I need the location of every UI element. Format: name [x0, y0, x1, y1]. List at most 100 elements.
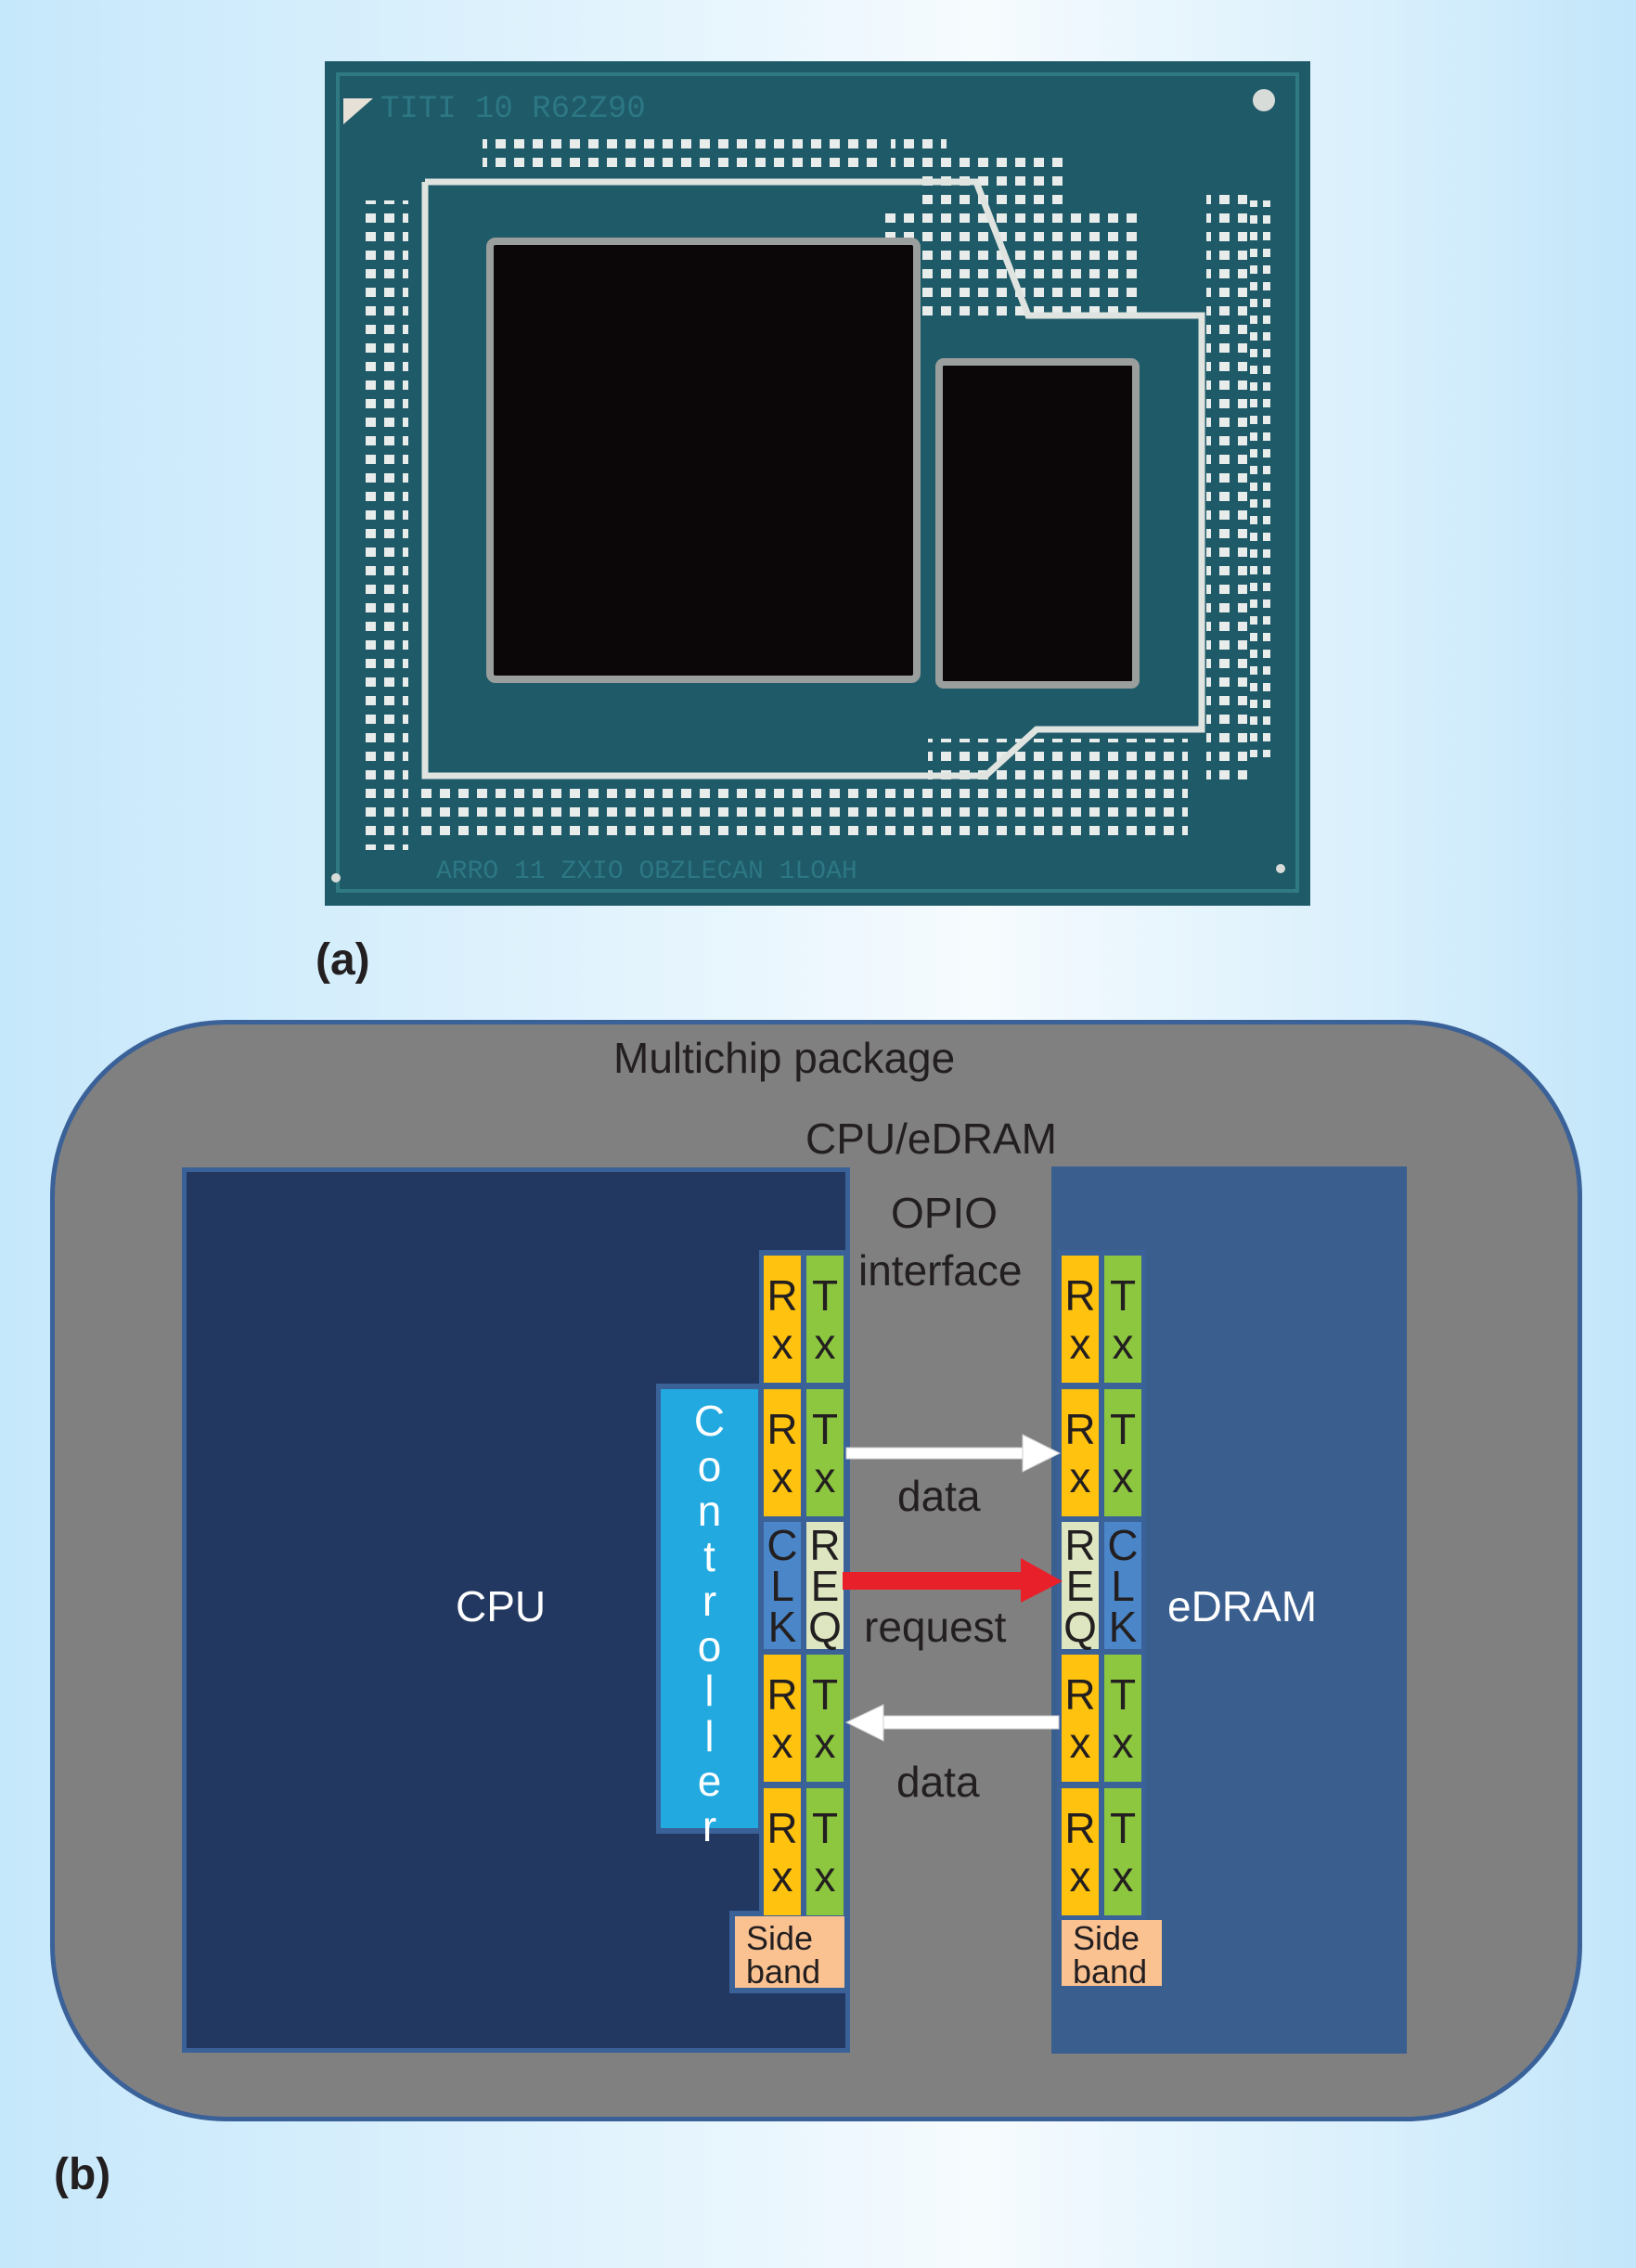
cell-letter: E — [1065, 1561, 1095, 1610]
controller-letter: l — [704, 1667, 715, 1715]
cell-letter: x — [771, 1319, 793, 1368]
cell-letter: x — [814, 1851, 836, 1901]
cell-letter: T — [811, 1803, 839, 1852]
bottom-marking: ARRO 11 ZXIO OBZLECAN 1LOAH — [436, 857, 857, 886]
cell-letter: T — [1109, 1669, 1137, 1719]
die-outline-trace — [421, 178, 1205, 780]
request-arrow — [843, 1558, 1063, 1603]
controller-letter: r — [702, 1801, 717, 1850]
cell-letter: R — [766, 1404, 798, 1453]
cell-letter: x — [1069, 1851, 1091, 1901]
fiducial-icon — [1253, 89, 1275, 111]
cell-letter: R — [1064, 1669, 1096, 1719]
data-arrow-edram-to-cpu — [844, 1704, 1060, 1742]
edram-label: eDRAM — [1167, 1582, 1318, 1630]
cell-letter: K — [1108, 1602, 1138, 1651]
interface-title-line2: OPIO — [891, 1189, 998, 1237]
cell-letter: x — [1112, 1452, 1134, 1501]
cpu-die-photo — [486, 238, 921, 683]
cell-letter: R — [766, 1669, 798, 1719]
cell-letter: R — [766, 1803, 798, 1852]
cell-letter: T — [1109, 1270, 1137, 1320]
cell-letter: R — [1064, 1803, 1096, 1852]
cell-letter: R — [1064, 1270, 1096, 1320]
panel-a-label: (a) — [316, 935, 370, 985]
edram-sideband: Side band — [1062, 1919, 1162, 1989]
controller-letter: C — [693, 1397, 726, 1445]
cell-letter: T — [811, 1404, 839, 1453]
cell-letter: R — [766, 1270, 798, 1320]
cell-letter: x — [1069, 1319, 1091, 1368]
arrow-label-request: request — [864, 1603, 1007, 1651]
cell-letter: Q — [808, 1602, 842, 1651]
cell-letter: x — [814, 1319, 836, 1368]
sideband-line1: Side — [1073, 1919, 1140, 1957]
controller-letter: o — [697, 1441, 722, 1490]
arrow-label-data-lower: data — [896, 1758, 980, 1806]
data-arrow-cpu-to-edram — [845, 1434, 1062, 1473]
cell-letter: x — [771, 1452, 793, 1501]
cell-letter: R — [1064, 1404, 1096, 1453]
cell-letter: L — [1111, 1561, 1135, 1610]
cell-letter: x — [1112, 1718, 1134, 1767]
pin1-triangle-icon — [343, 98, 373, 124]
cell-letter: T — [811, 1270, 839, 1320]
interface-title-line1: CPU/eDRAM — [805, 1115, 1057, 1163]
cell-letter: x — [771, 1718, 793, 1767]
cpu-label: CPU — [456, 1582, 547, 1630]
arrow-label-data-upper: data — [897, 1472, 981, 1520]
sideband-line2: band — [746, 1952, 821, 1991]
cell-letter: x — [1112, 1851, 1134, 1901]
cell-letter: x — [814, 1718, 836, 1767]
cpu-sideband: Side band — [735, 1916, 844, 1991]
cell-letter: T — [1109, 1803, 1137, 1852]
controller-letter: t — [703, 1531, 715, 1580]
package-title: Multichip package — [613, 1034, 956, 1082]
edram-die-photo — [935, 358, 1140, 689]
top-marking: TITI 10 R62Z90 — [380, 92, 646, 127]
cell-letter: R — [1064, 1520, 1096, 1569]
cell-letter: x — [1069, 1452, 1091, 1501]
cell-letter: x — [1112, 1319, 1134, 1368]
controller-letter: n — [697, 1487, 722, 1535]
controller-letter: l — [704, 1711, 715, 1760]
cell-letter: T — [811, 1669, 839, 1719]
sideband-line1: Side — [746, 1919, 814, 1957]
cell-letter: T — [1109, 1404, 1137, 1453]
cell-letter: x — [771, 1851, 793, 1901]
cell-letter: x — [814, 1452, 836, 1501]
cell-letter: E — [810, 1561, 840, 1610]
controller-letter: r — [702, 1577, 717, 1625]
cell-letter: K — [767, 1602, 797, 1651]
panel-b-label: (b) — [54, 2150, 111, 2199]
package-photo: TITI 10 R62Z90 ARRO 11 ZXIO OBZLECAN 1LO… — [325, 61, 1310, 906]
controller-letter: o — [697, 1621, 722, 1670]
cell-letter: L — [770, 1561, 794, 1610]
cell-letter: C — [766, 1520, 798, 1569]
cell-letter: x — [1069, 1718, 1091, 1767]
cell-letter: Q — [1063, 1602, 1097, 1651]
interface-title-line3: interface — [858, 1246, 1023, 1295]
cell-letter: C — [1107, 1520, 1139, 1569]
